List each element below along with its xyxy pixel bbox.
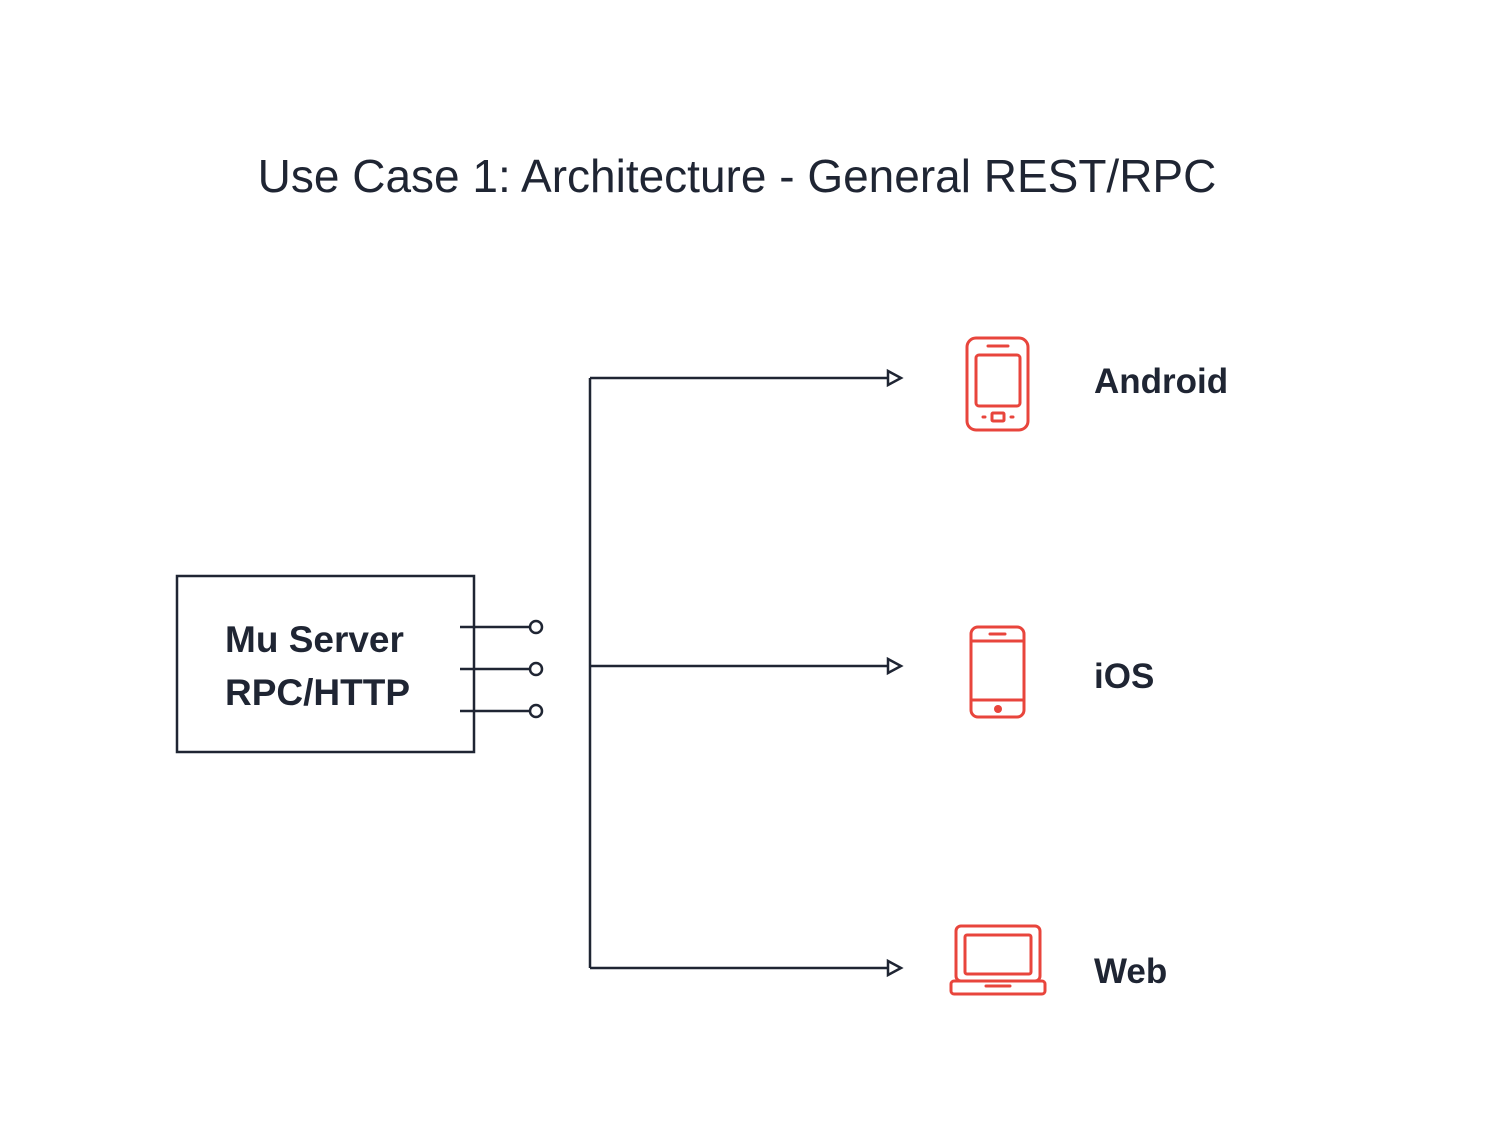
server-box [175, 574, 476, 754]
mu-server-node: Mu Server RPC/HTTP [175, 574, 476, 754]
client-label-android: Android [1094, 362, 1228, 401]
iphone-icon [969, 625, 1026, 719]
server-port-2 [460, 661, 544, 677]
client-android: Android [965, 336, 1228, 432]
server-name-label: Mu Server [225, 619, 404, 660]
server-ports [460, 619, 544, 719]
client-label-web: Web [1094, 952, 1167, 991]
server-port-1 [460, 619, 544, 635]
arrow-ios [886, 656, 904, 676]
arrow-web [886, 958, 904, 978]
diagram-title: Use Case 1: Architecture - General REST/… [258, 150, 1217, 202]
client-label-ios: iOS [1094, 657, 1154, 696]
android-phone-icon [965, 336, 1030, 432]
server-protocol-label: RPC/HTTP [225, 672, 410, 713]
connector-lines [588, 368, 904, 978]
iphone-home-button [994, 705, 1002, 713]
server-port-3 [460, 703, 544, 719]
client-ios: iOS [969, 625, 1154, 719]
arrow-android [886, 368, 904, 388]
laptop-icon [949, 924, 1047, 996]
client-web: Web [949, 924, 1167, 996]
